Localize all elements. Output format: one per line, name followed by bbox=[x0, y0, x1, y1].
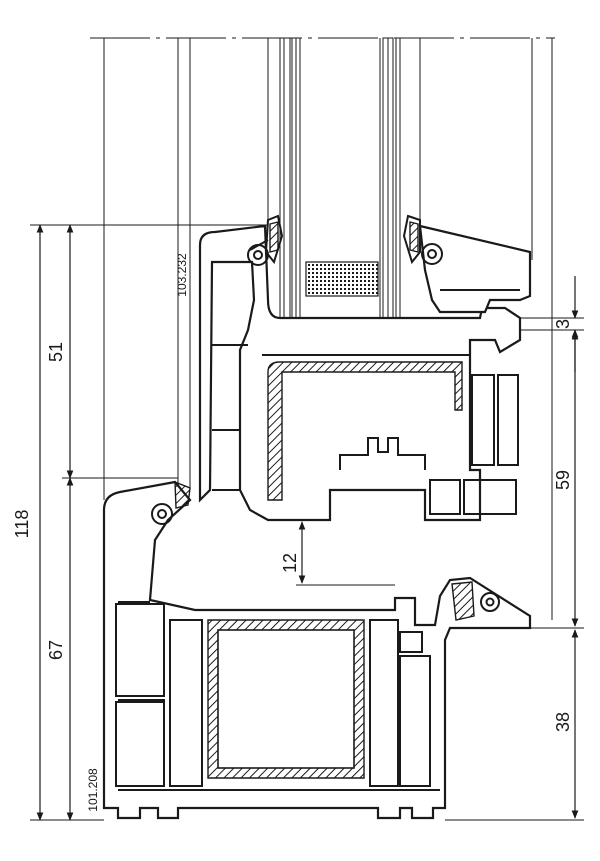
glazing-gasket-right bbox=[402, 214, 421, 265]
dim-label-frame-height: 67 bbox=[46, 640, 66, 660]
dim-label-rebate-height: 12 bbox=[280, 553, 300, 573]
dim-label-top-offset: 3 bbox=[553, 319, 573, 329]
glazing-spacer bbox=[305, 261, 379, 297]
frame-chambers bbox=[115, 603, 431, 787]
sash-reinforcement bbox=[267, 361, 463, 501]
dimension-rebate bbox=[296, 519, 395, 586]
dimension-sash bbox=[62, 224, 178, 479]
seal-upper-left bbox=[247, 239, 269, 266]
glazing-unit bbox=[279, 37, 401, 319]
vertical-reference-lines bbox=[103, 38, 553, 620]
dim-label-overall-height: 118 bbox=[12, 510, 32, 539]
dimension-right-inner bbox=[530, 331, 584, 629]
sash-chambers bbox=[339, 374, 519, 515]
dim-label-sash-height: 51 bbox=[46, 342, 66, 362]
sash-profile-code: 103.232 bbox=[175, 253, 189, 297]
dim-label-inner-height: 59 bbox=[553, 470, 573, 490]
glazing-bead bbox=[418, 224, 532, 314]
seal-lower-right bbox=[451, 581, 500, 621]
dim-label-bottom-height: 38 bbox=[553, 712, 573, 732]
seal-middle-left bbox=[151, 480, 191, 525]
frame-reinforcement bbox=[207, 619, 365, 779]
dimension-right-bottom bbox=[445, 629, 584, 821]
seal-upper-right bbox=[421, 243, 443, 265]
frame-profile-code: 101.208 bbox=[86, 768, 100, 812]
